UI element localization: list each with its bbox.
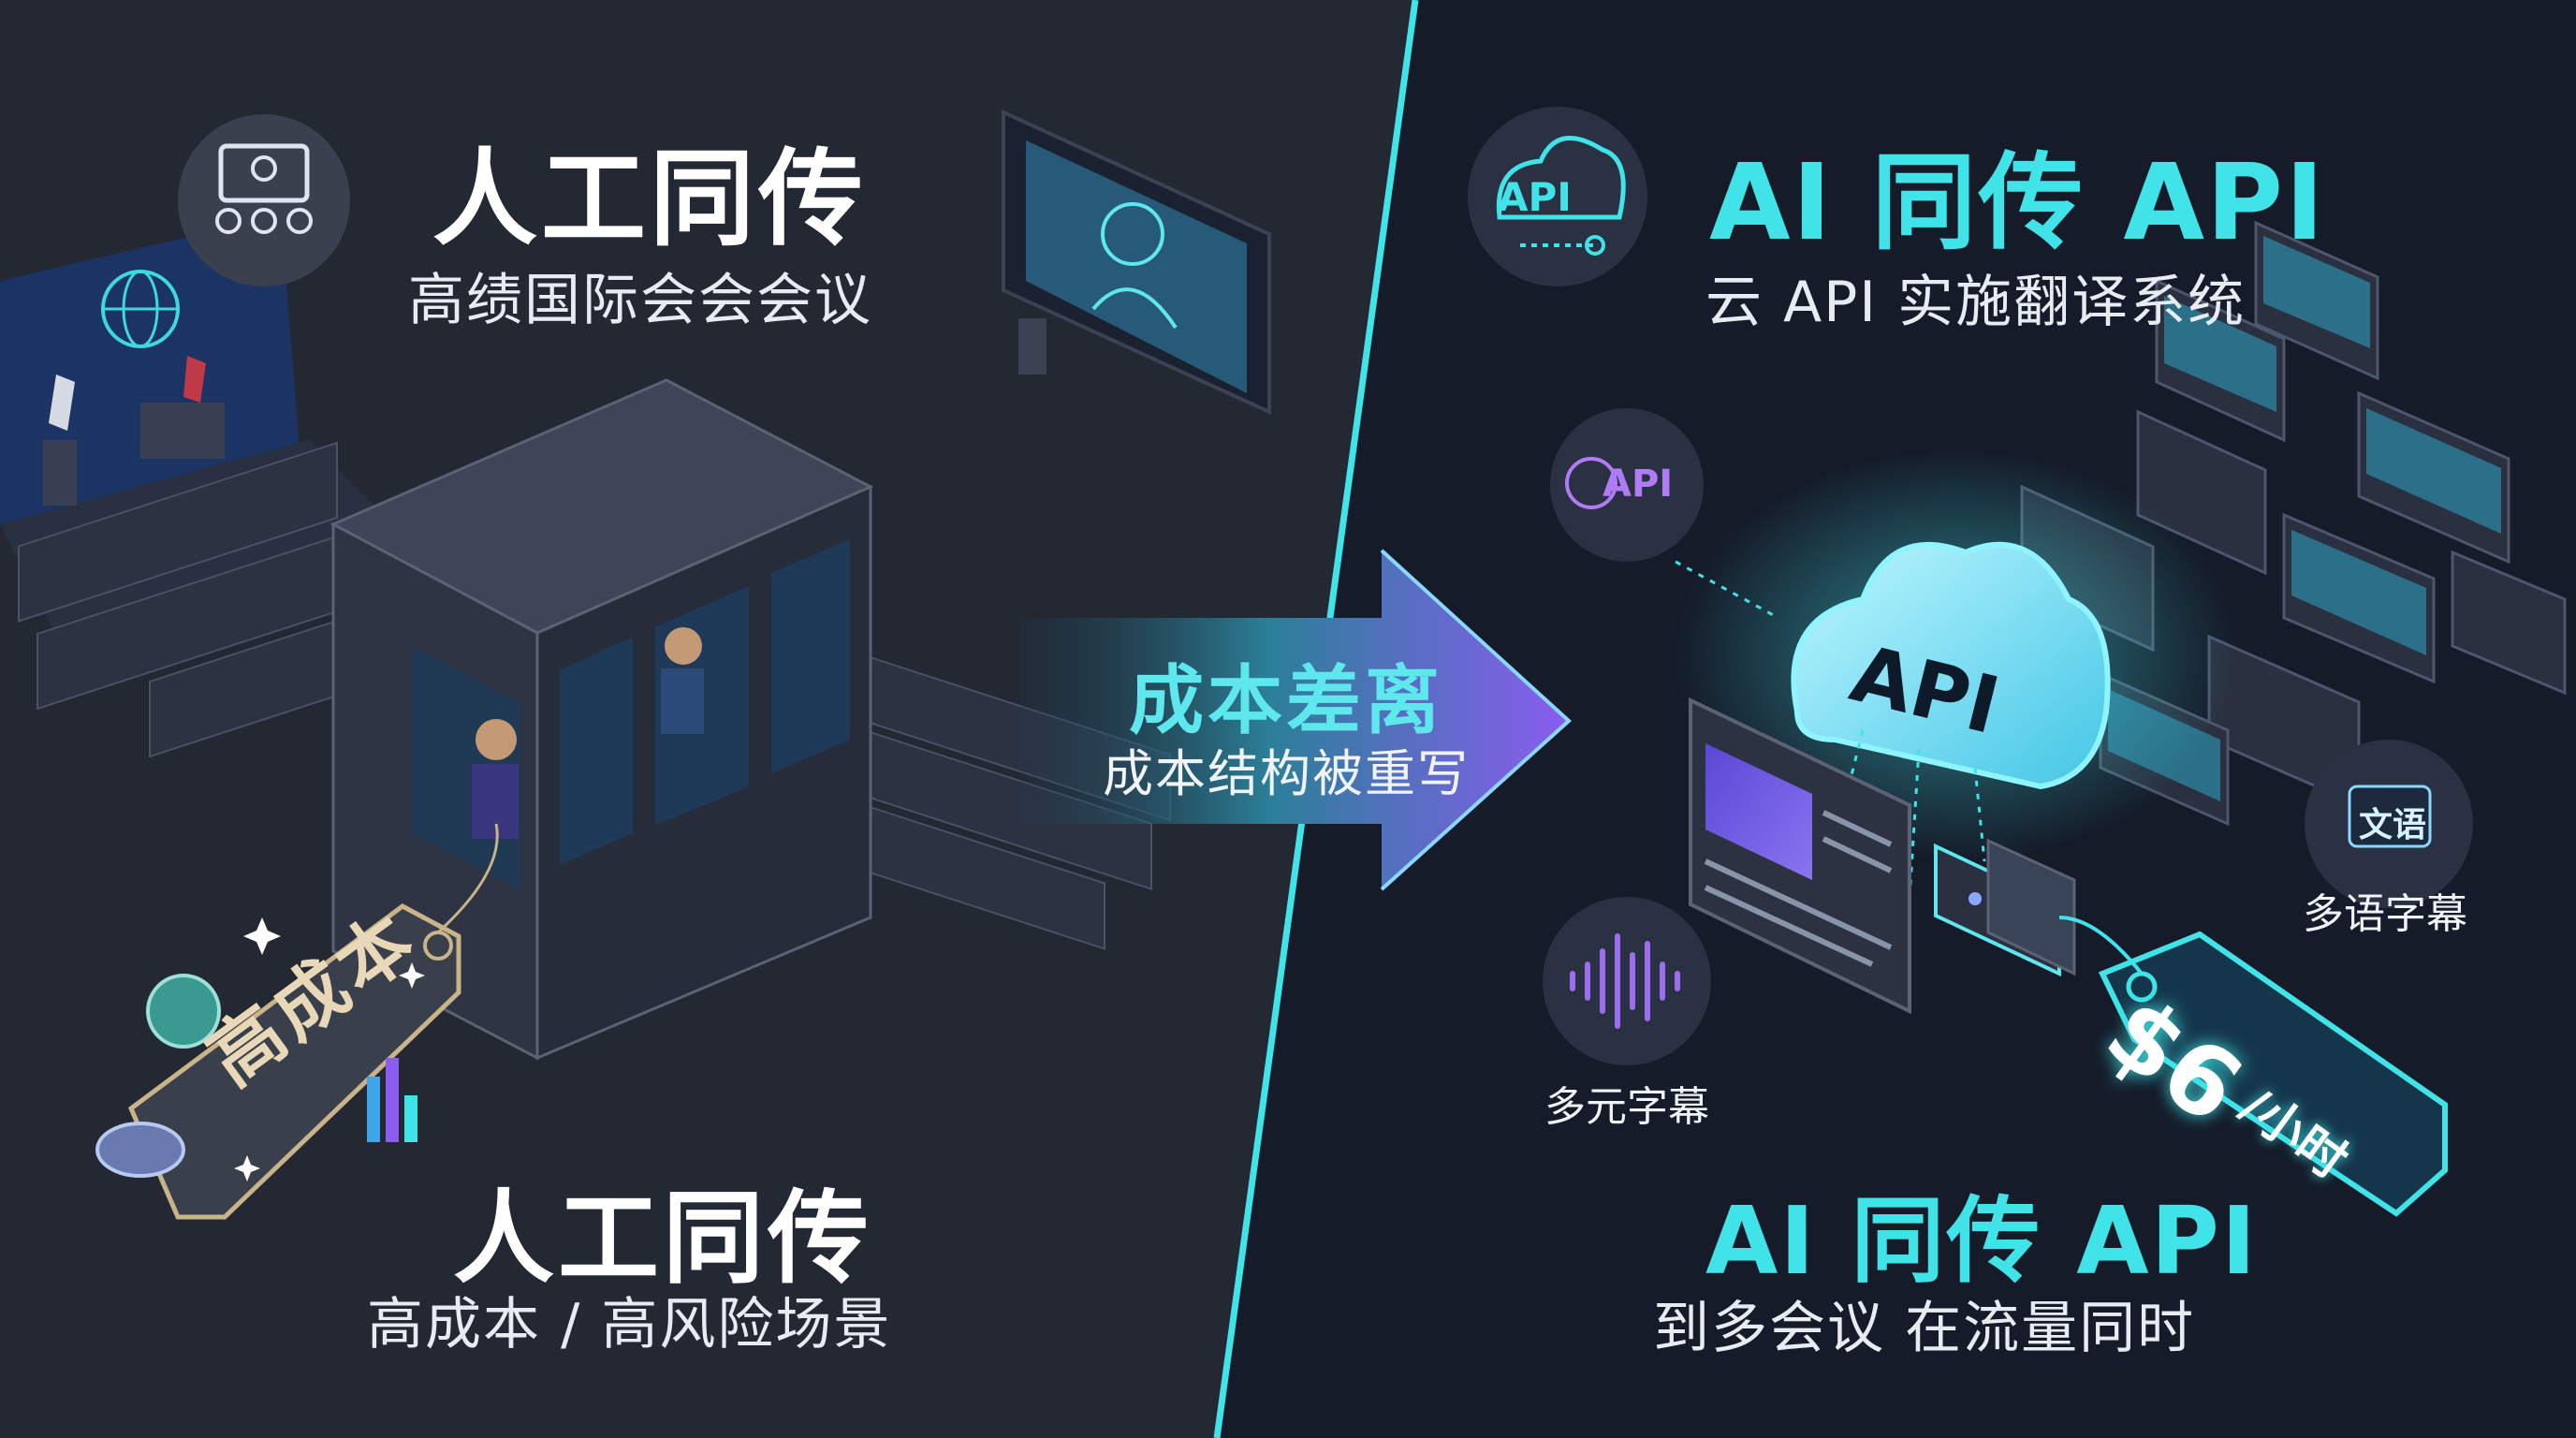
left-top-title: 人工同传 bbox=[432, 139, 867, 260]
left-bottom-title: 人工同传 bbox=[453, 1181, 873, 1298]
language-circle bbox=[2305, 740, 2473, 908]
right-top-title: AI 同传 API bbox=[1709, 142, 2326, 264]
cloud-api-icon-label: API bbox=[1498, 174, 1572, 220]
right-bottom-subtitle: 到多会议 在流量同时 bbox=[1653, 1296, 2196, 1361]
language-badge: 文语 bbox=[2359, 806, 2427, 844]
arrow-subtitle: 成本结构被重写 bbox=[1103, 744, 1470, 803]
globe-api-label: API bbox=[1603, 462, 1674, 506]
cost-arrow bbox=[1020, 549, 1572, 891]
high-cost-tag-shape bbox=[95, 823, 499, 1220]
sparkles bbox=[234, 917, 425, 1181]
cloud-api-icon-circle bbox=[1468, 107, 1647, 286]
audio-wave-circle bbox=[1543, 897, 1711, 1065]
right-top-subtitle: 云 API 实施翻译系统 bbox=[1705, 270, 2247, 335]
interpreter-booth bbox=[329, 378, 874, 1061]
audience-icon-circle bbox=[178, 114, 350, 286]
price-tag-shape bbox=[2058, 916, 2448, 1217]
right-bottom-title: AI 同传 API bbox=[1705, 1186, 2259, 1296]
audio-label: 多元字幕 bbox=[1544, 1083, 1709, 1131]
language-label: 多语字幕 bbox=[2303, 890, 2467, 938]
projection-screen bbox=[1002, 109, 1271, 416]
left-top-subtitle: 高绩国际会会会议 bbox=[408, 268, 872, 333]
subtitle-monitor bbox=[1689, 697, 1911, 1015]
chat-bubbles bbox=[1934, 838, 2076, 977]
globe-api-circle bbox=[1550, 408, 1779, 620]
left-bottom-subtitle: 高成本 / 高风险场景 bbox=[367, 1292, 892, 1357]
arrow-title: 成本差离 bbox=[1129, 657, 1443, 744]
